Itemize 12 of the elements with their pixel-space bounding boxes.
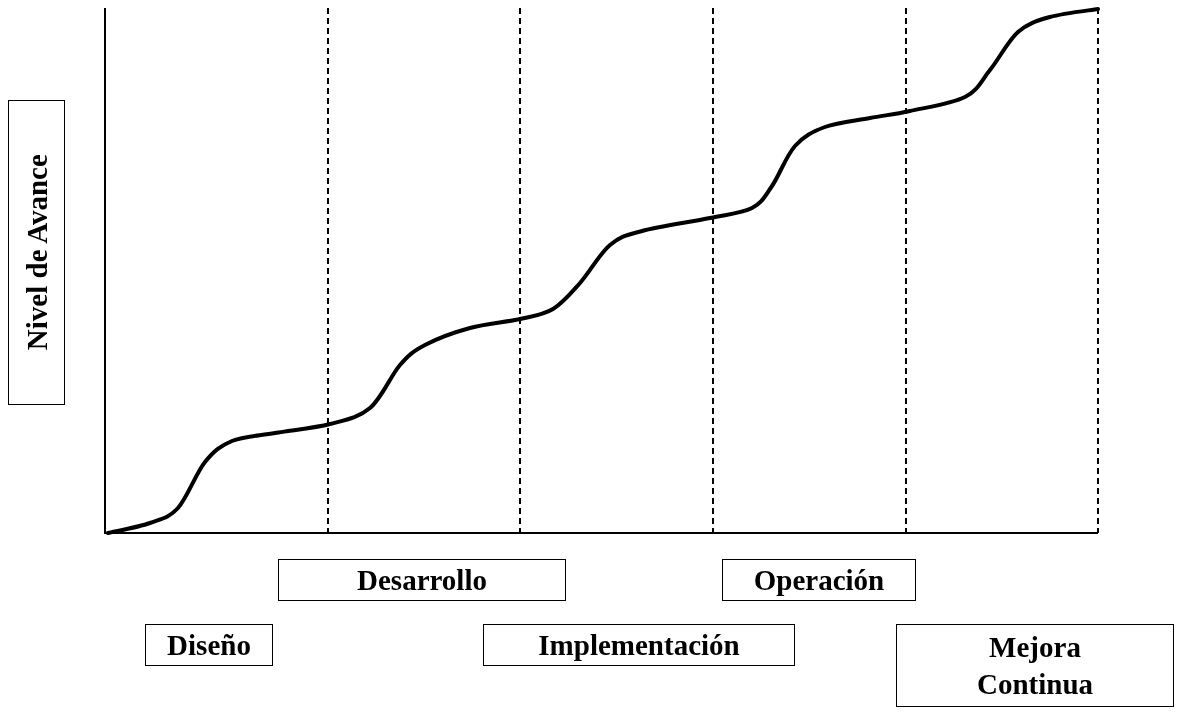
phase-label: Mejora Continua xyxy=(975,630,1094,702)
phase-label: Desarrollo xyxy=(357,562,487,598)
phase-box xyxy=(145,624,273,666)
phase-box xyxy=(278,559,566,601)
axis-label: Nivel de Avance xyxy=(19,154,54,351)
axis-label-box xyxy=(8,100,65,405)
phase-box xyxy=(896,624,1174,707)
phase-label: Diseño xyxy=(167,627,251,663)
phase-box xyxy=(722,559,916,601)
phase-label: Implementación xyxy=(538,627,740,663)
phase-box xyxy=(483,624,795,666)
phase-label: Operación xyxy=(753,562,885,598)
